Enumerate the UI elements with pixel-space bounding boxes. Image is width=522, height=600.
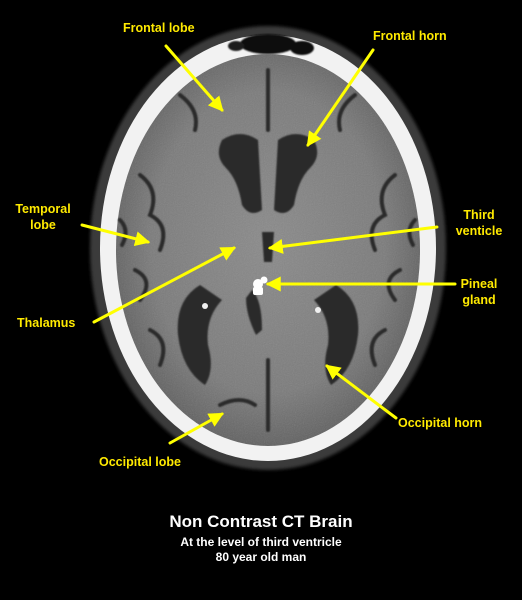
frontal-horns <box>218 134 318 214</box>
choroid-calcifications <box>202 303 321 313</box>
label-temporal-lobe: Temporal lobe <box>10 201 76 233</box>
label-thalamus: Thalamus <box>17 316 76 330</box>
frontal-sinus <box>228 34 314 55</box>
label-third-ventricle: Third venticle <box>449 207 509 239</box>
label-temporal-lobe-line1: Temporal <box>15 202 71 216</box>
label-occipital-lobe: Occipital lobe <box>99 455 181 469</box>
caption-line-2: 80 year old man <box>215 550 307 564</box>
label-pineal-gland: Pineal gland <box>452 276 506 308</box>
label-temporal-lobe-line2: lobe <box>30 218 56 232</box>
occipital-horns <box>177 285 359 385</box>
label-third-ventricle-line1: Third <box>463 208 495 222</box>
label-frontal-horn: Frontal horn <box>373 29 447 43</box>
arrow-third-ventricle <box>267 225 439 254</box>
caption-title: Non Contrast CT Brain <box>169 512 353 531</box>
arrow-thalamus <box>92 246 236 324</box>
label-third-ventricle-line2: venticle <box>455 224 503 238</box>
label-occipital-horn: Occipital horn <box>398 416 483 430</box>
arrow-temporal-lobe <box>80 223 151 247</box>
label-pineal-gland-line1: Pineal <box>460 277 498 291</box>
arrow-occipital-horn <box>325 364 398 420</box>
arrow-occipital-lobe <box>168 412 224 445</box>
pineal-calcification <box>253 276 268 295</box>
annotation-arrows <box>80 44 457 445</box>
arrow-frontal-lobe <box>164 44 224 112</box>
caption-line-1: At the level of third ventricle <box>180 535 342 549</box>
sulci <box>118 68 417 432</box>
label-pineal-gland-line2: gland <box>462 293 496 307</box>
label-frontal-lobe: Frontal lobe <box>123 21 195 35</box>
arrow-frontal-horn <box>306 48 375 147</box>
